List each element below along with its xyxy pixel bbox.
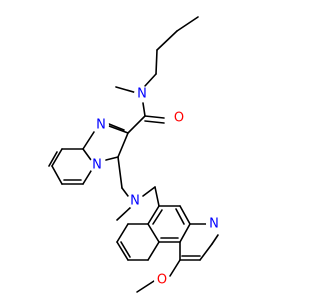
bond-lines xyxy=(48,16,219,293)
bond xyxy=(116,206,132,221)
bond xyxy=(108,123,125,131)
bond xyxy=(179,205,191,225)
atom-symbol: O xyxy=(157,273,167,288)
label-backdrop xyxy=(89,157,105,173)
bond xyxy=(121,187,129,197)
bond xyxy=(115,86,138,94)
atom-symbol: N xyxy=(137,87,147,102)
atom-symbol: N xyxy=(92,158,102,173)
bond xyxy=(155,49,158,75)
label-backdrop xyxy=(127,193,143,209)
atom-oxygen-methoxy: O xyxy=(154,272,170,288)
bond xyxy=(105,156,119,161)
bond xyxy=(142,102,146,117)
atom-nitrogen-bridgehead: N xyxy=(89,157,105,173)
bond xyxy=(120,241,131,258)
bond xyxy=(147,241,160,261)
bond xyxy=(156,30,178,51)
label-backdrop xyxy=(154,272,170,288)
bond xyxy=(154,186,160,207)
label-backdrop xyxy=(206,216,222,232)
bond xyxy=(116,223,129,243)
bond xyxy=(117,132,129,158)
atom-symbol: N xyxy=(96,118,106,133)
bond xyxy=(142,186,156,197)
label-backdrop xyxy=(171,110,187,126)
bond xyxy=(136,280,155,293)
bond xyxy=(147,223,160,243)
molecule-structure: O N N N N N O xyxy=(48,16,222,293)
atom-nitrogen-amide: N xyxy=(134,86,150,102)
bond xyxy=(117,156,123,189)
bond xyxy=(176,16,199,32)
bond xyxy=(51,148,63,167)
bond xyxy=(211,234,219,245)
atom-symbol: N xyxy=(130,194,140,209)
atom-symbol: N xyxy=(209,217,219,232)
atom-nitrogen-imidazole: N xyxy=(93,117,109,133)
bond xyxy=(127,115,146,134)
atom-symbol: O xyxy=(174,111,184,126)
atom-oxygen-carbonyl: O xyxy=(171,110,187,126)
label-backdrop xyxy=(93,117,109,133)
bond xyxy=(147,205,160,225)
label-backdrop xyxy=(134,86,150,102)
bond xyxy=(144,73,157,87)
bond xyxy=(144,115,165,119)
bond xyxy=(199,243,213,261)
bond xyxy=(116,241,129,261)
atom-nitrogen-amine: N xyxy=(127,193,143,209)
bond xyxy=(48,151,58,167)
bond xyxy=(82,131,95,150)
bond xyxy=(179,223,191,243)
bond xyxy=(82,170,92,185)
bond xyxy=(169,259,181,277)
bond xyxy=(152,209,163,225)
bond xyxy=(108,125,129,134)
atom-nitrogen-quinoline: N xyxy=(206,216,222,232)
bond xyxy=(144,120,165,124)
bond xyxy=(175,208,185,225)
bond xyxy=(82,148,92,161)
atom-labels: O N N N N N O xyxy=(89,86,222,288)
bond xyxy=(51,165,63,185)
